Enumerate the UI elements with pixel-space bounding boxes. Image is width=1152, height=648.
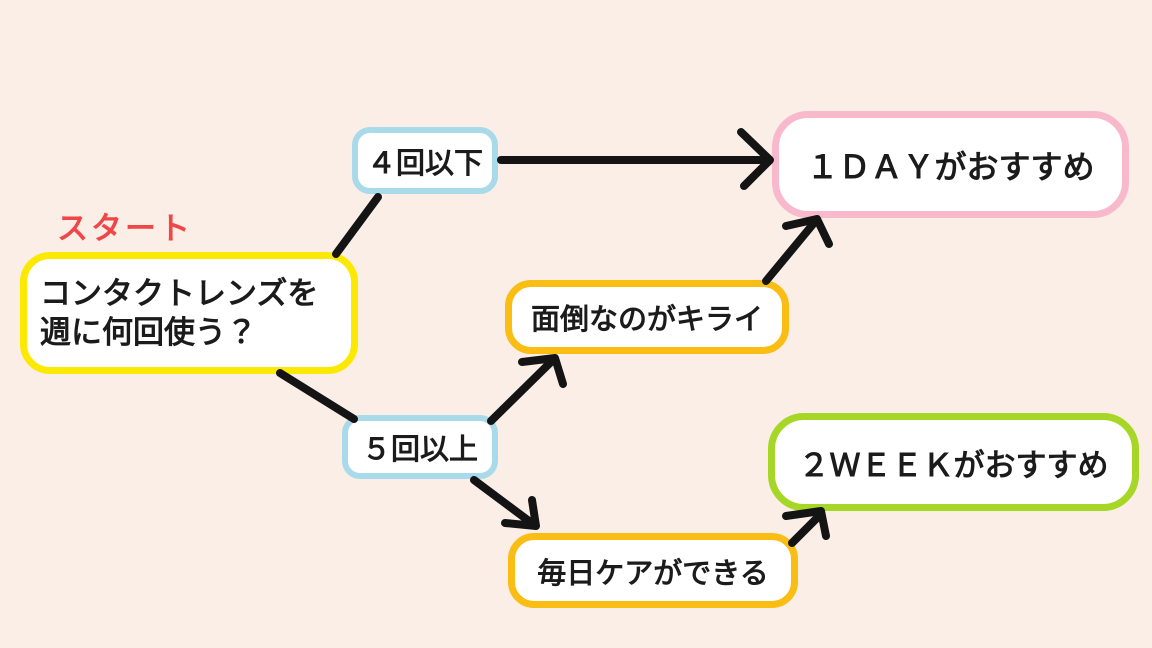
line-start-to-five — [276, 369, 358, 423]
arrow-four-to-oneday — [497, 128, 774, 190]
node-start-question: コンタクトレンズを 週に何回使う？ — [20, 252, 358, 374]
line-start-to-four — [332, 193, 382, 258]
arrow-hassle-to-oneday — [762, 215, 833, 285]
arrowhead-icon — [782, 507, 830, 540]
node-hate-hassle: 面倒なのがキライ — [505, 280, 789, 354]
arrow-five-to-care — [470, 476, 540, 530]
start-question-text: コンタクトレンズを 週に何回使う？ — [40, 274, 318, 352]
arrowhead-icon — [737, 128, 774, 190]
arrowhead-icon — [518, 354, 567, 388]
node-twoweek-recommendation: ２ＷＥＥＫがおすすめ — [768, 413, 1139, 511]
arrow-care-to-twoweek — [782, 507, 830, 547]
start-question-line1: コンタクトレンズを — [40, 276, 319, 311]
start-question-line2: 週に何回使う？ — [40, 315, 257, 350]
node-oneday-recommendation: １ＤＡＹがおすすめ — [772, 111, 1129, 218]
start-label: スタート — [57, 211, 193, 246]
node-five-or-more: ５回以上 — [342, 415, 498, 479]
node-daily-care: 毎日ケアができる — [508, 533, 798, 608]
arrow-five-to-hassle — [487, 354, 567, 425]
arrow-shaft — [788, 513, 822, 547]
arrowhead-icon — [501, 496, 540, 530]
arrow-shaft — [762, 219, 818, 285]
node-four-or-less: ４回以下 — [352, 127, 498, 194]
arrowhead-icon — [782, 215, 833, 248]
arrow-shaft — [470, 476, 537, 528]
arrow-shaft — [487, 356, 557, 425]
